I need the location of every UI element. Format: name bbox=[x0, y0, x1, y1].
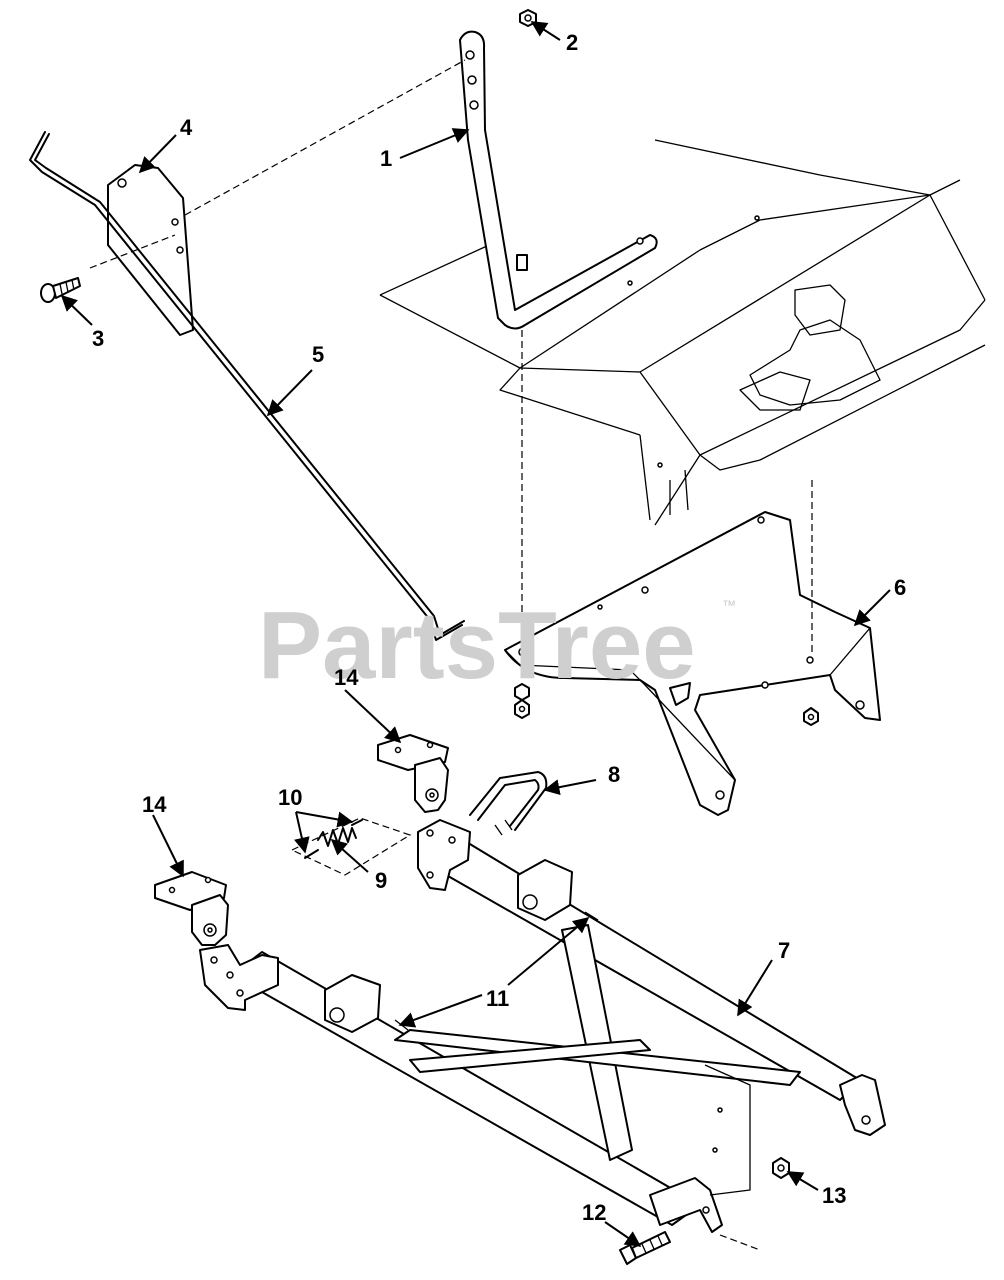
callout-6: 6 bbox=[894, 575, 906, 600]
part-12-bolt bbox=[619, 1231, 671, 1265]
callout-14-lower: 14 bbox=[142, 792, 167, 817]
callout-labels: 1 2 3 4 5 6 7 8 9 10 11 12 13 14 14 bbox=[92, 30, 906, 1225]
callout-8: 8 bbox=[608, 762, 620, 787]
callout-13: 13 bbox=[822, 1183, 846, 1208]
callout-3: 3 bbox=[92, 326, 104, 351]
callout-12: 12 bbox=[582, 1200, 606, 1225]
part-3-clevis-pin bbox=[40, 277, 81, 303]
watermark-trademark: ™ bbox=[722, 597, 736, 613]
callout-7: 7 bbox=[778, 938, 790, 963]
watermark: PartsTree ™ bbox=[258, 592, 736, 699]
leader-lines bbox=[60, 21, 891, 1247]
callout-5: 5 bbox=[312, 342, 324, 367]
mower-deck bbox=[379, 139, 986, 526]
part-14-caster-lower bbox=[154, 871, 229, 946]
part-13-nut bbox=[772, 1157, 790, 1179]
part-1-lift-bracket bbox=[459, 30, 658, 680]
part-9-spring bbox=[290, 817, 412, 876]
callout-4: 4 bbox=[180, 115, 193, 140]
callout-2: 2 bbox=[566, 30, 578, 55]
part-10-pins bbox=[304, 819, 363, 859]
callout-10: 10 bbox=[278, 785, 302, 810]
part-8-u-bolt bbox=[469, 771, 548, 836]
callout-1: 1 bbox=[380, 146, 392, 171]
part-14-caster-upper bbox=[377, 734, 449, 813]
callout-11: 11 bbox=[486, 986, 509, 1011]
part-4-mounting-plate bbox=[89, 59, 466, 336]
part-7-hitch-frame bbox=[199, 819, 886, 1233]
watermark-text: PartsTree bbox=[258, 592, 696, 699]
part-5-lift-rod bbox=[29, 131, 465, 641]
callout-9: 9 bbox=[375, 868, 387, 893]
callout-14-upper: 14 bbox=[334, 665, 359, 690]
part-6-hitch-plate bbox=[504, 480, 881, 816]
deck-side-panel bbox=[704, 1064, 761, 1251]
hitch-plate-nuts bbox=[514, 683, 819, 726]
